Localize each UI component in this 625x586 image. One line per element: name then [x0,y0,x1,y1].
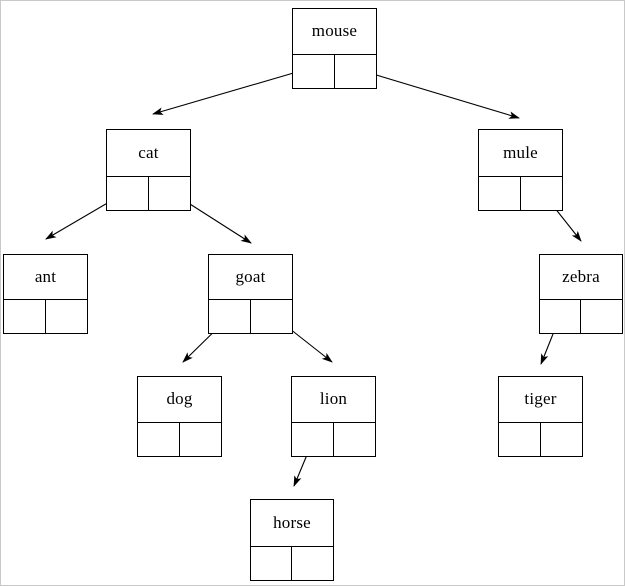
node-pointers-lion [292,423,375,456]
tree-node-lion[interactable]: lion [291,376,376,457]
node-label-zebra: zebra [540,255,622,300]
node-left-pointer-mouse[interactable] [293,55,335,88]
node-right-pointer-lion[interactable] [334,423,376,456]
node-left-pointer-dog[interactable] [138,423,180,456]
tree-edge-mouse-to-mule [352,67,520,119]
node-label-dog: dog [138,377,221,423]
tree-node-dog[interactable]: dog [137,376,222,457]
tree-node-tiger[interactable]: tiger [498,376,583,457]
tree-node-mule[interactable]: mule [478,129,563,211]
node-left-pointer-goat[interactable] [209,300,251,333]
node-pointers-ant [4,300,87,333]
node-left-pointer-horse[interactable] [251,547,292,580]
node-label-mouse: mouse [293,9,376,55]
node-left-pointer-tiger[interactable] [499,423,541,456]
node-pointers-horse [251,547,333,580]
node-pointers-mule [479,177,562,210]
node-pointers-goat [209,300,292,333]
node-pointers-tiger [499,423,582,456]
tree-node-ant[interactable]: ant [3,254,88,334]
node-label-horse: horse [251,500,333,547]
tree-node-goat[interactable]: goat [208,254,293,334]
node-pointers-dog [138,423,221,456]
node-pointers-cat [107,177,190,210]
node-left-pointer-lion[interactable] [292,423,334,456]
node-pointers-zebra [540,300,622,333]
node-right-pointer-dog[interactable] [180,423,222,456]
tree-node-cat[interactable]: cat [106,129,191,211]
tree-edge-mouse-to-cat [152,66,315,115]
node-label-tiger: tiger [499,377,582,423]
node-right-pointer-mouse[interactable] [335,55,377,88]
node-left-pointer-zebra[interactable] [540,300,581,333]
node-right-pointer-goat[interactable] [251,300,293,333]
node-right-pointer-cat[interactable] [149,177,191,210]
tree-node-zebra[interactable]: zebra [539,254,623,334]
node-label-goat: goat [209,255,292,300]
node-left-pointer-mule[interactable] [479,177,521,210]
node-right-pointer-zebra[interactable] [581,300,622,333]
node-label-lion: lion [292,377,375,423]
node-label-cat: cat [107,130,190,177]
node-left-pointer-cat[interactable] [107,177,149,210]
node-left-pointer-ant[interactable] [4,300,46,333]
node-right-pointer-tiger[interactable] [541,423,583,456]
tree-node-mouse[interactable]: mouse [292,8,377,89]
node-pointers-mouse [293,55,376,88]
tree-node-horse[interactable]: horse [250,499,334,581]
node-label-ant: ant [4,255,87,300]
node-label-mule: mule [479,130,562,177]
node-right-pointer-horse[interactable] [292,547,333,580]
node-right-pointer-ant[interactable] [46,300,88,333]
node-right-pointer-mule[interactable] [521,177,563,210]
